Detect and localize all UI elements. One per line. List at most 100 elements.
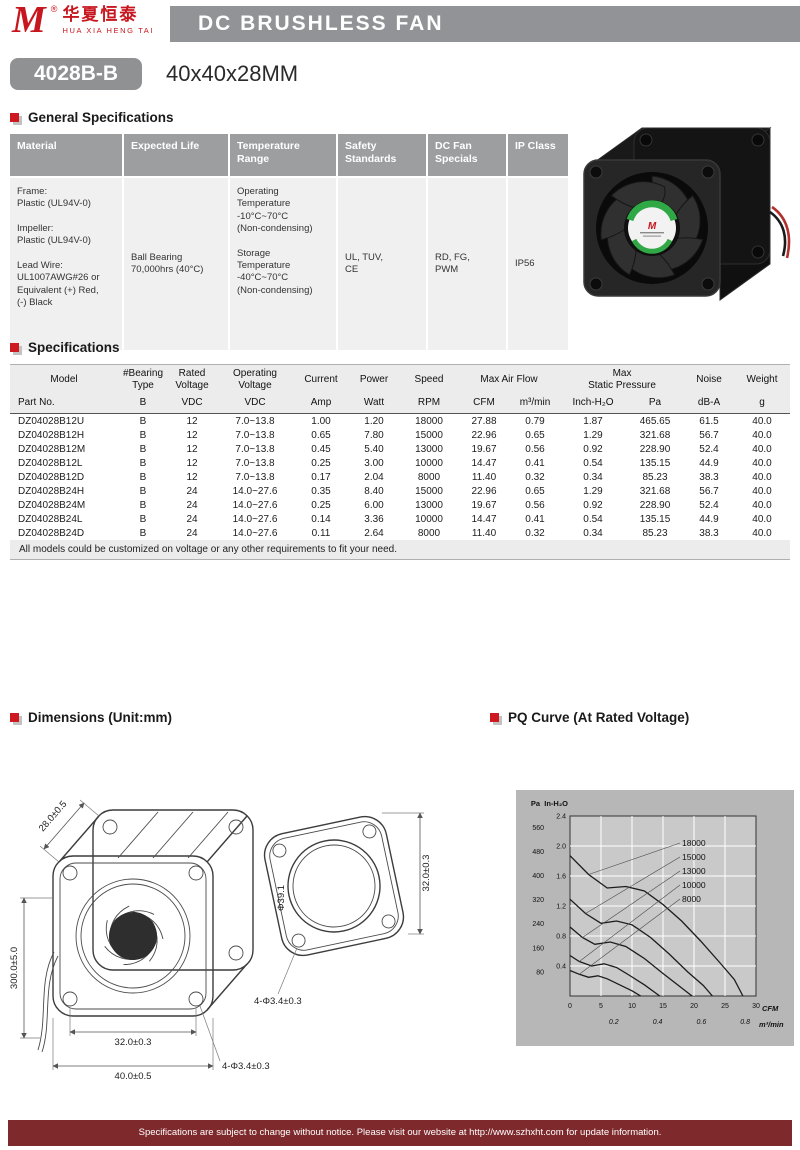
dim-label-impeller-circle: Φ39.1 (276, 885, 287, 911)
spec-table-cell: 3.36 (364, 513, 384, 525)
spec-table-cell: 14.0~27.6 (232, 499, 278, 511)
spec-table-cell: 22.96 (471, 485, 497, 497)
spec-sub-bearing: B (118, 395, 168, 414)
svg-text:5: 5 (599, 1003, 603, 1010)
pq-curve-15000 (569, 898, 713, 997)
spec-table-cell: 19.67 (471, 499, 497, 511)
spec-col-speed: Speed (414, 374, 444, 385)
specifications-table: Model #Bearing Type Rated Voltage Operat… (10, 364, 791, 540)
model-row: 4028B-B 40x40x28MM (10, 58, 298, 90)
spec-table-cell: B (139, 485, 147, 497)
spec-sub-m3min: m³/min (510, 395, 561, 414)
spec-col-weight: Weight (746, 374, 778, 385)
pq-grid (570, 816, 756, 996)
spec-table-cell: 0.56 (525, 443, 545, 455)
pq-series-label: 13000 (682, 866, 706, 876)
spec-col-max-air-flow: Max Air Flow (480, 374, 538, 385)
svg-text:25: 25 (721, 1003, 729, 1010)
fan-back-screw-hole (639, 133, 653, 147)
spec-table-cell: 7.0~13.8 (235, 429, 275, 441)
pq-series-leader (585, 856, 681, 914)
spec-table-cell: 1.87 (583, 415, 603, 427)
model-size-label: 40x40x28MM (166, 61, 299, 86)
spec-col-current: Current (304, 374, 338, 385)
svg-text:20: 20 (690, 1003, 698, 1010)
spec-table-cell: B (139, 527, 147, 539)
spec-table-cell: 27.88 (471, 415, 497, 427)
pq-curves (569, 855, 744, 997)
impeller-hub (109, 912, 157, 960)
pq-series-label: 8000 (682, 894, 701, 904)
spec-table-cell: 24 (186, 499, 198, 511)
spec-table-cell: B (139, 513, 147, 525)
section-bullet-icon (10, 343, 19, 352)
spec-table-cell: B (139, 457, 147, 469)
spec-sub-rpm: RPM (400, 395, 458, 414)
spec-table-cell: 40.0 (752, 499, 772, 511)
section-bullet-icon (10, 113, 19, 122)
pq-series-leader (582, 870, 681, 938)
dim-label-plate-height: 32.0±0.3 (421, 855, 432, 892)
spec-table-cell: 135.15 (639, 457, 671, 469)
brand-name-en: HUA XIA HENG TAI (62, 26, 155, 35)
svg-text:0.8: 0.8 (556, 934, 566, 941)
spec-table-cell: 11.40 (471, 471, 497, 483)
dimension-plate-holes: 4-Φ3.4±0.3 (254, 947, 302, 1007)
svg-text:30: 30 (752, 1003, 760, 1010)
svg-text:320: 320 (532, 897, 544, 904)
pq-curve-18000 (569, 855, 744, 997)
svg-text:480: 480 (532, 849, 544, 856)
spec-table-cell: 61.5 (699, 415, 719, 427)
dimension-width: 40.0±0.5 (52, 1018, 214, 1082)
svg-text:240: 240 (532, 921, 544, 928)
pq-ylabel-inh2o: In-H₂O (544, 799, 568, 808)
spec-table-cell: 15000 (415, 485, 443, 497)
pq-curve-title: PQ Curve (At Rated Voltage) (490, 710, 689, 725)
spec-table-cell: 0.65 (311, 429, 331, 441)
spec-table-cell: 40.0 (752, 485, 772, 497)
customization-note: All models could be customized on voltag… (10, 540, 790, 560)
spec-table-cell: 7.80 (364, 429, 384, 441)
gs-col-safety-standards: Safety Standards (338, 134, 426, 176)
fan-back-screw-hole (751, 245, 765, 259)
spec-table-cell: 40.0 (752, 415, 772, 427)
svg-text:2.4: 2.4 (556, 814, 566, 821)
spec-sub-cfm: CFM (458, 395, 510, 414)
svg-text:15: 15 (659, 1003, 667, 1010)
pq-series-label: 10000 (682, 880, 706, 890)
spec-table-cell: DZ04028B12D (18, 471, 85, 483)
spec-table-cell: 56.7 (699, 429, 719, 441)
spec-table-cell: B (139, 415, 147, 427)
fan-back-screw-hole (751, 133, 765, 147)
spec-table-cell: 8000 (417, 471, 441, 483)
spec-table-cell: 0.92 (583, 443, 603, 455)
spec-table-cell: 12 (186, 443, 198, 455)
dim-label-hole-pitch: 32.0±0.3 (115, 1037, 152, 1048)
mounting-plate-view (263, 815, 405, 957)
spec-sub-dba: dB-A (684, 395, 735, 414)
gs-col-expected-life: Expected Life (124, 134, 228, 176)
spec-table-cell: 85.23 (642, 471, 668, 483)
fan-lead-wire-black (769, 210, 787, 257)
general-specs-table: Material Expected Life Temperature Range… (8, 132, 570, 352)
spec-table-cell: 0.79 (525, 415, 545, 427)
pq-curve-title-text: PQ Curve (At Rated Voltage) (508, 710, 690, 725)
dim-label-lead-wire: 300.0±5.0 (9, 947, 20, 989)
spec-table-cell: 465.65 (639, 415, 671, 427)
spec-table-cell: 7.0~13.8 (235, 471, 275, 483)
svg-text:400: 400 (532, 873, 544, 880)
spec-col-power: Power (359, 374, 389, 385)
spec-table-cell: 135.15 (639, 513, 671, 525)
spec-table-cell: 228.90 (639, 443, 671, 455)
spec-table-cell: 0.54 (583, 513, 603, 525)
fan-label-green-band (626, 200, 678, 222)
fan-front-screw-hole (589, 277, 603, 291)
spec-table-cell: 1.20 (364, 415, 384, 427)
section-bullet-icon (10, 713, 19, 722)
spec-table-cell: 1.29 (583, 485, 603, 497)
